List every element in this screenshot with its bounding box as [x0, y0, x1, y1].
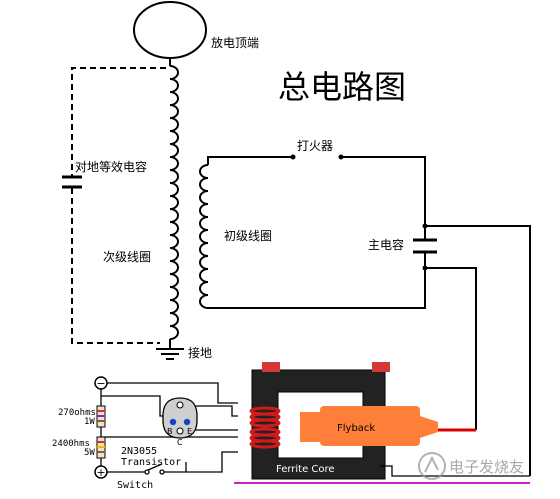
ground-capacitance-label: 对地等效电容 [75, 159, 147, 174]
driver-wires [100, 382, 238, 473]
resistor2-power: 5W [84, 448, 95, 458]
discharge-terminal-label: 放电顶端 [211, 35, 259, 50]
spark-gap [290, 154, 344, 160]
svg-text:+: + [96, 466, 105, 479]
return-wire [380, 465, 530, 477]
secondary-coil-label: 次级线圈 [103, 250, 151, 264]
transistor-pin-b: B [167, 427, 173, 436]
resistor-240ohm [96, 436, 106, 459]
diagram-title: 总电路图 [278, 68, 406, 106]
resistor1-value: 270ohms [58, 408, 96, 418]
primary-coil [199, 164, 209, 309]
hv-feed-wires [425, 225, 531, 476]
secondary-coil [169, 65, 179, 340]
ground-capacitance-dashed [71, 67, 166, 344]
flyback-transformer [300, 406, 438, 446]
main-capacitor [413, 238, 437, 254]
flyback-label: Flyback [337, 423, 375, 434]
ferrite-core-label: Ferrite Core [276, 464, 335, 475]
primary-coil-label: 初级线圈 [224, 229, 272, 243]
spark-gap-label: 打火器 [297, 139, 333, 153]
supply-minus-terminal: − [94, 376, 108, 390]
resistor-270ohm [96, 405, 106, 428]
svg-text:−: − [96, 377, 105, 390]
transistor-2n3055 [162, 397, 198, 439]
switch-label: Switch [117, 480, 153, 491]
transistor-part-number: 2N3055 [121, 446, 157, 457]
resistor2-value: 2400hms [52, 439, 90, 449]
watermark-text: 电子发烧友 [449, 458, 524, 476]
switch [144, 463, 165, 475]
ground-label: 接地 [188, 345, 212, 360]
transistor-label: Transistor [121, 457, 181, 468]
tank-circuit-wires [207, 156, 426, 309]
supply-plus-terminal: + [94, 465, 108, 479]
watermark-logo [418, 452, 446, 480]
transistor-pin-c: C [177, 438, 183, 447]
resistor1-power: 1W [84, 417, 95, 427]
primary-windings [249, 406, 281, 449]
main-capacitor-label: 主电容 [368, 237, 404, 252]
ground-capacitor-plates [62, 175, 82, 189]
transistor-pin-e: E [187, 427, 192, 436]
ground-symbol [156, 348, 184, 360]
discharge-terminal-sphere [133, 1, 207, 59]
